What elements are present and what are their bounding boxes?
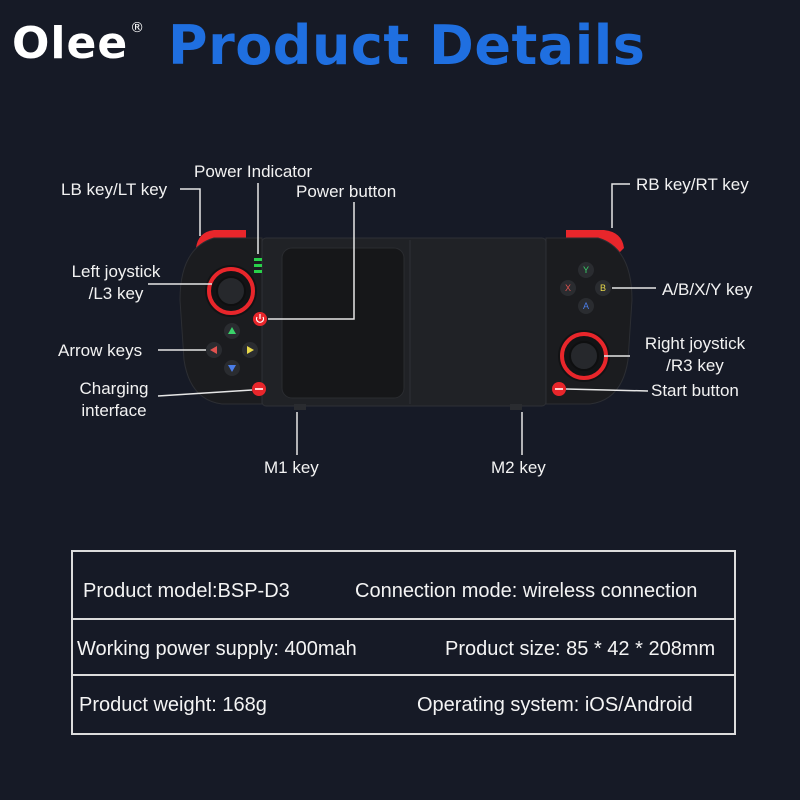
label-right-joystick-line1: Right joystick [644,334,746,353]
spec-row: Product weight: 168g Operating system: i… [73,674,734,734]
m2-nub [510,404,522,410]
triangle-up-icon [228,327,236,334]
page-title: Product Details [168,14,646,77]
label-rb-rt: RB key/RT key [636,175,749,194]
phone-holder-pad [281,247,405,399]
label-charging-interface: Charging interface [70,378,158,422]
label-power-indicator: Power Indicator [194,162,313,181]
label-abxy: A/B/X/Y key [662,280,753,299]
triangle-down-icon [228,365,236,372]
left-joystick [205,265,257,317]
spec-model: Product model:BSP-D3 [83,579,290,602]
label-right-joystick: Right joystick /R3 key [636,333,754,377]
spec-row: Working power supply: 400mah Product siz… [73,618,734,678]
label-right-joystick-line2: /R3 key [666,356,724,375]
brand-logo: Olee® [12,18,145,69]
label-power-button: Power button [296,182,397,201]
label-left-joystick: Left joystick /L3 key [62,261,170,305]
dpad [206,323,258,376]
label-lb-lt: LB key/LT key [61,180,168,199]
spec-os: Operating system: iOS/Android [417,693,693,716]
controller-illustration: Y X B A [148,183,656,455]
left-grip [179,237,263,405]
y-button: Y [583,265,589,275]
spec-connection: Connection mode: wireless connection [355,579,698,602]
label-arrow-keys: Arrow keys [58,341,143,360]
label-left-joystick-line1: Left joystick [71,262,161,281]
b-button: B [600,283,606,293]
label-charging-line2: interface [81,401,147,420]
power-button-icon [253,312,267,326]
triangle-right-icon [247,346,254,354]
face-buttons: Y X B A [560,262,611,314]
triangle-left-icon [210,346,217,354]
start-icon [552,382,566,396]
label-left-joystick-line2: /L3 key [88,284,144,303]
sel-icon [252,382,266,396]
spec-weight: Product weight: 168g [79,693,267,716]
right-joystick [558,330,610,382]
x-button: X [565,283,571,293]
label-charging-line1: Charging [79,379,149,398]
a-button: A [583,301,589,311]
callout-lines [148,183,656,455]
label-m2: M2 key [491,458,546,477]
registered-mark: ® [130,20,146,36]
label-m1: M1 key [264,458,319,477]
label-start-button: Start button [651,381,739,400]
spec-power-supply: Working power supply: 400mah [77,637,357,660]
spec-row: Product model:BSP-D3 Connection mode: wi… [73,562,734,620]
power-led [254,258,262,261]
brand-name: Olee [12,18,129,69]
spec-table: Product model:BSP-D3 Connection mode: wi… [71,550,736,735]
m1-nub [294,404,306,410]
spec-size: Product size: 85 * 42 * 208mm [445,637,716,660]
power-led [254,270,262,273]
power-led [254,264,262,267]
